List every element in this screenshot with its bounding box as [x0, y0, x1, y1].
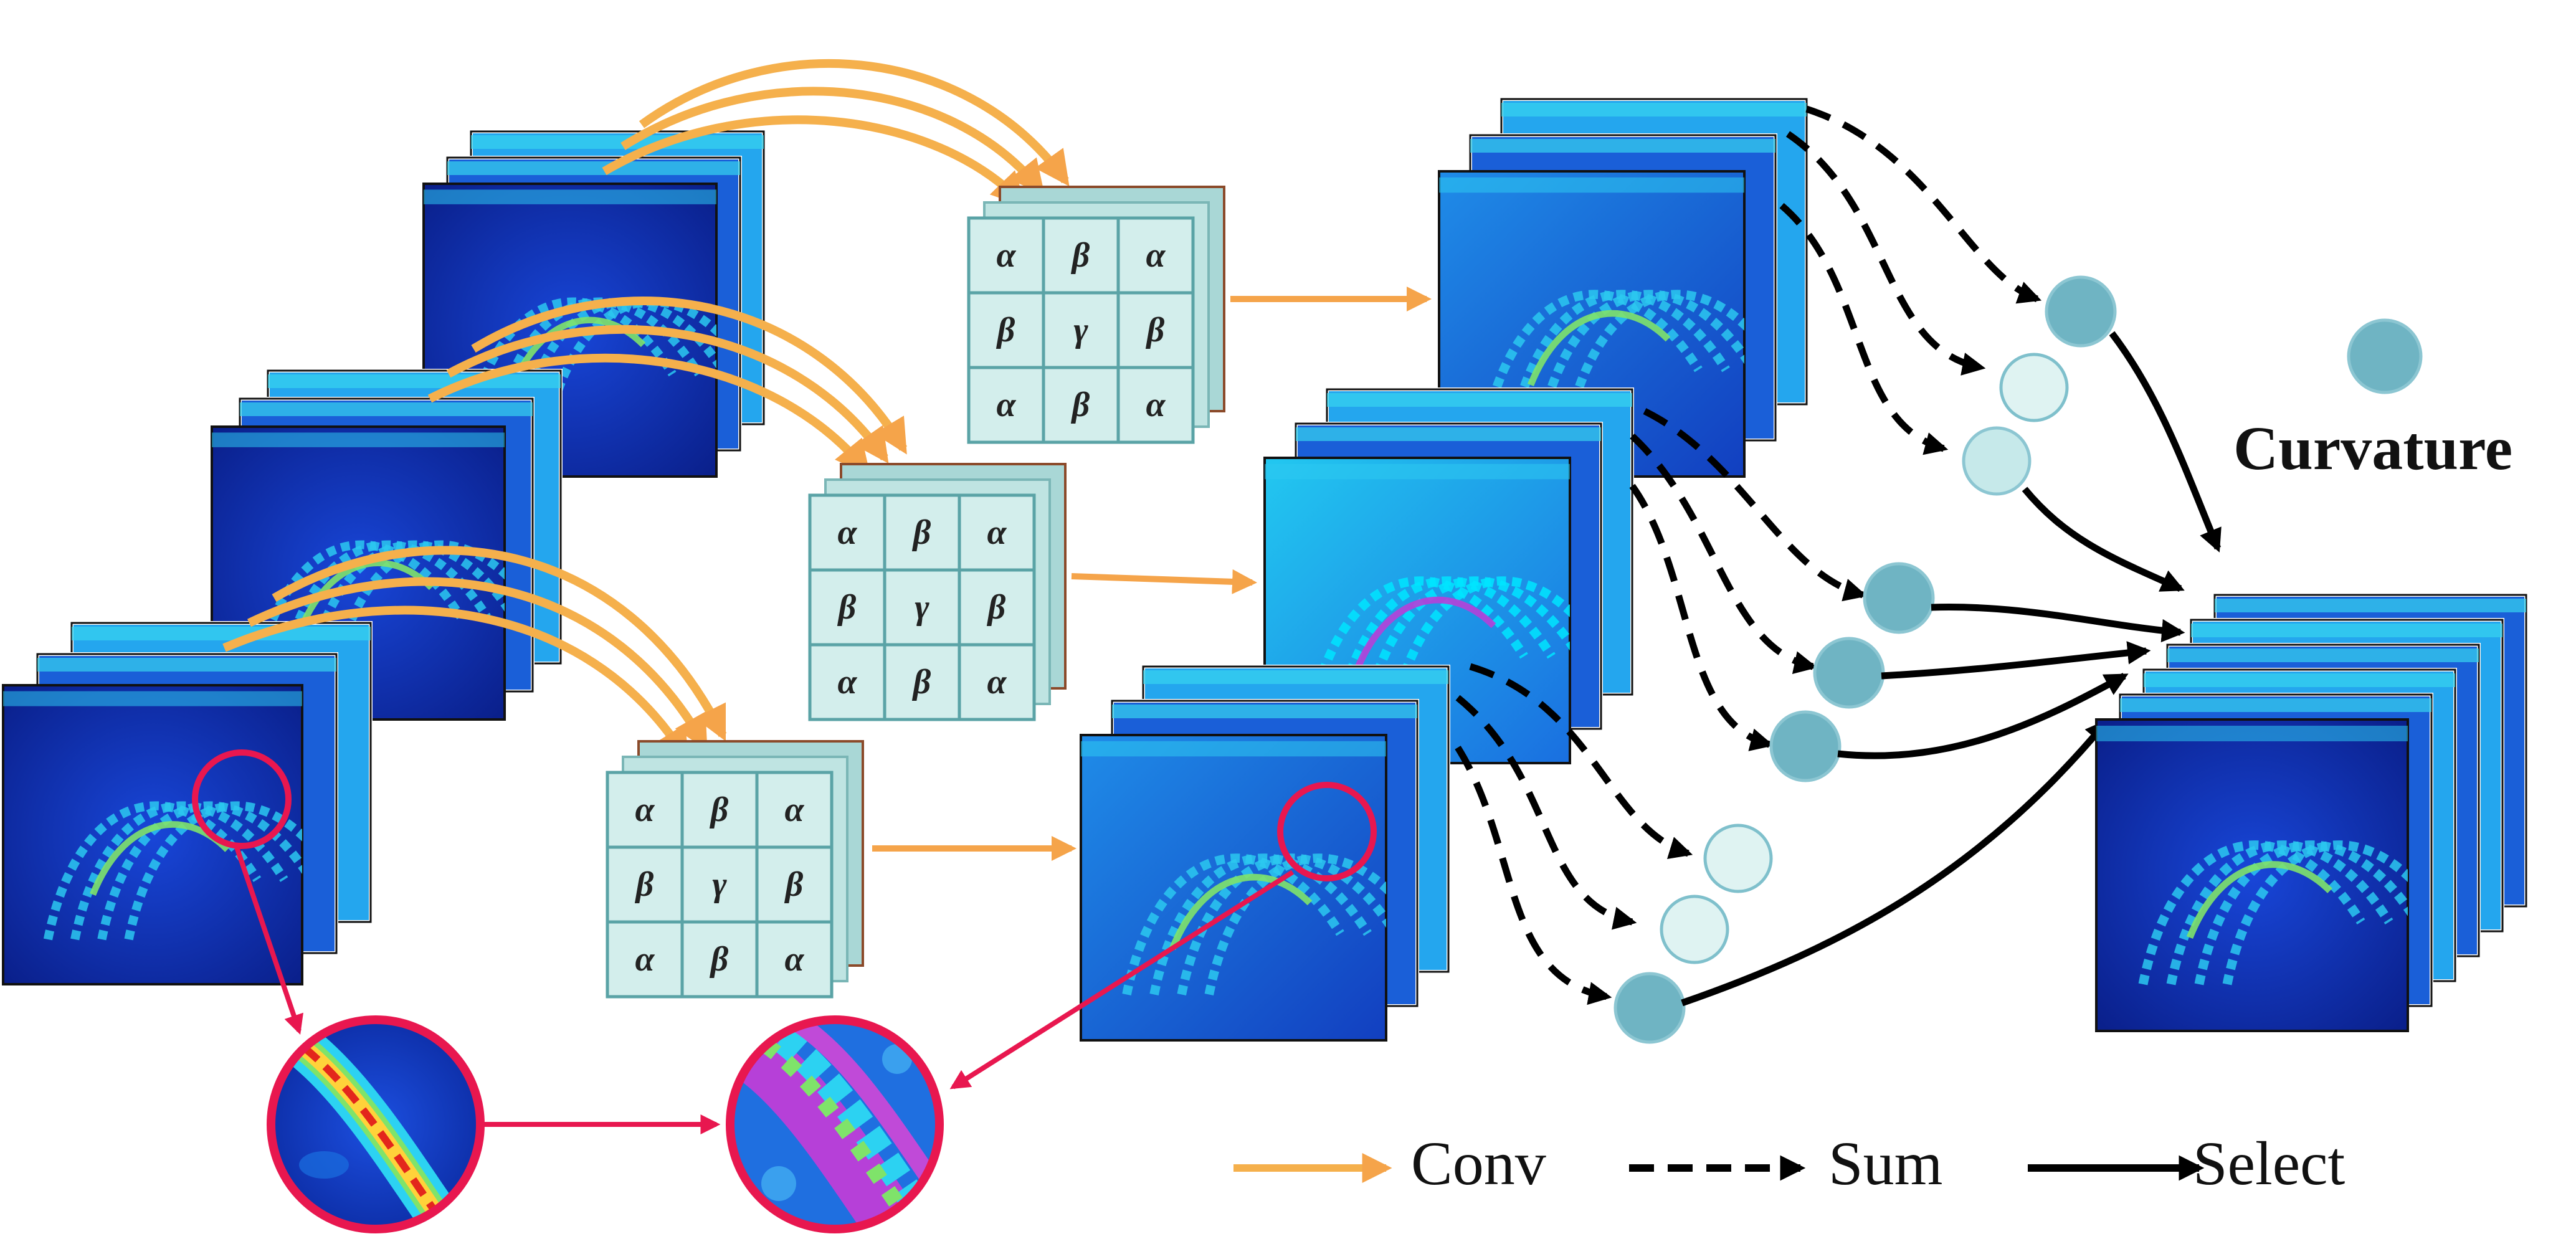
kernel-to-map-arrows [872, 287, 1432, 861]
select-arrow [1931, 604, 2185, 643]
output-stack [2095, 593, 2528, 1032]
sum-arrow [1469, 663, 1693, 860]
select-arrow [1881, 641, 2151, 680]
curvature-stack-top [1438, 97, 1808, 478]
legend-sum-label: Sum [1828, 1129, 1943, 1198]
zoom-marker-output [1277, 782, 1377, 881]
conv-arrow [1071, 569, 1257, 594]
node-selected [2045, 275, 2117, 348]
conv-arc [639, 59, 1070, 187]
kernel-grids [606, 186, 1225, 999]
legend-conv-label: Conv [1411, 1129, 1546, 1198]
sum-arrow [1785, 131, 1986, 376]
heatmap-layer [1080, 734, 1387, 1042]
sum-arrow [1630, 433, 1818, 674]
conv-arc [247, 577, 708, 751]
kernel-bottom [606, 740, 864, 999]
select-arrow [1837, 673, 2129, 759]
conv-arcs [222, 59, 1070, 763]
node-unselected [1962, 426, 2032, 496]
node-selected [1863, 562, 1935, 634]
zoom-pointer [949, 870, 1295, 1090]
select-arrow [2109, 331, 2222, 553]
kernel-top [967, 186, 1225, 444]
sum-arrow [1643, 408, 1868, 602]
sum-arrow [1779, 202, 1949, 455]
heatmap-layer [2095, 718, 2409, 1032]
zoom-callouts [192, 749, 1377, 1233]
kernel-middle [808, 463, 1067, 721]
sum-arrow [1629, 483, 1774, 751]
conv-arc [427, 353, 871, 476]
select-arrow [1681, 719, 2109, 1007]
node-selected [1813, 637, 1885, 709]
curvature-legend-node [2347, 318, 2423, 394]
zoom-marker-input [192, 749, 292, 849]
zoom-view-output [726, 1015, 944, 1233]
sum-arrow [1455, 695, 1637, 930]
node-unselected [1999, 353, 2069, 422]
selected-output-stack [2095, 593, 2528, 1032]
conv-arc [222, 605, 689, 763]
node-selected [1614, 972, 1686, 1044]
sum-arrow [1455, 746, 1612, 1005]
curvature-label: Curvature [2233, 414, 2513, 483]
curvature-stack-bottom [1080, 665, 1450, 1042]
curvature-map-stacks [1080, 97, 1808, 1042]
legend-select-label: Select [2193, 1129, 2345, 1198]
select-arrow [2022, 487, 2185, 592]
conv-arc [272, 546, 727, 742]
sum-arrows [1455, 105, 2042, 1005]
conv-arc [602, 115, 1027, 208]
input-feature-stacks [2, 130, 766, 985]
zoom-pointer [234, 846, 303, 1035]
conv-arc [471, 297, 907, 455]
select-arrows [1681, 331, 2222, 1007]
node-unselected [1703, 824, 1773, 893]
conv-arc [620, 87, 1045, 196]
node-selected [1769, 710, 1842, 782]
heatmap-layer [2, 684, 303, 985]
conv-arc [446, 325, 889, 464]
input-stack-bottom [2, 621, 373, 985]
curvature-nodes [1614, 275, 2423, 1044]
node-unselected [1660, 895, 1729, 964]
zoom-view-input [267, 1015, 485, 1233]
sum-arrow [1805, 105, 2042, 304]
input-stack-middle [211, 369, 563, 721]
